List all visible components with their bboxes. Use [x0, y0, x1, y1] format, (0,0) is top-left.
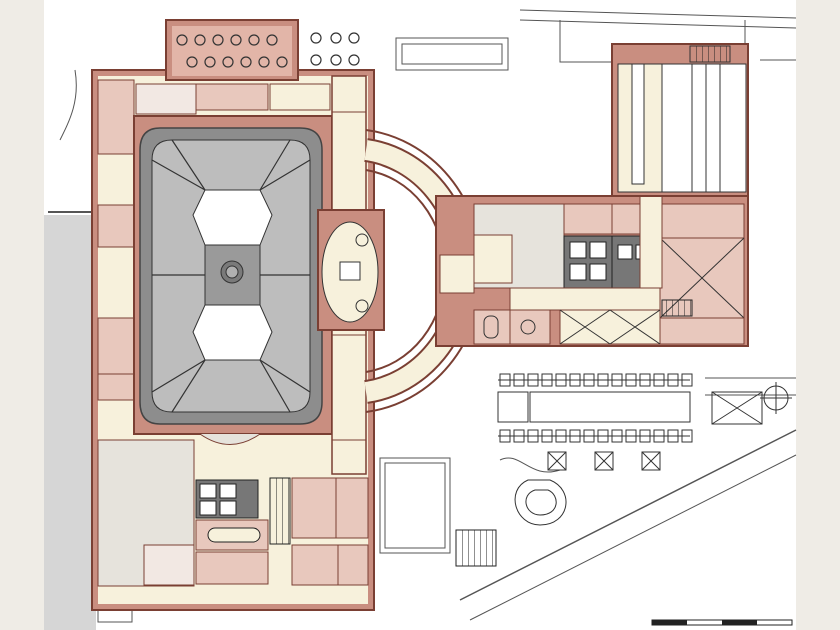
compass-icon	[760, 382, 792, 414]
stair-icon	[455, 529, 497, 567]
east-wing	[435, 195, 749, 347]
north-annex	[611, 43, 749, 197]
central-hall	[133, 115, 333, 445]
parking-stalls-north	[499, 373, 693, 387]
exterior-paving	[44, 158, 136, 630]
parking-stalls-south	[499, 429, 693, 443]
rotunda	[317, 209, 385, 331]
banquet-tables	[176, 32, 360, 68]
scale-bar	[651, 619, 793, 626]
parking-area	[497, 379, 763, 526]
